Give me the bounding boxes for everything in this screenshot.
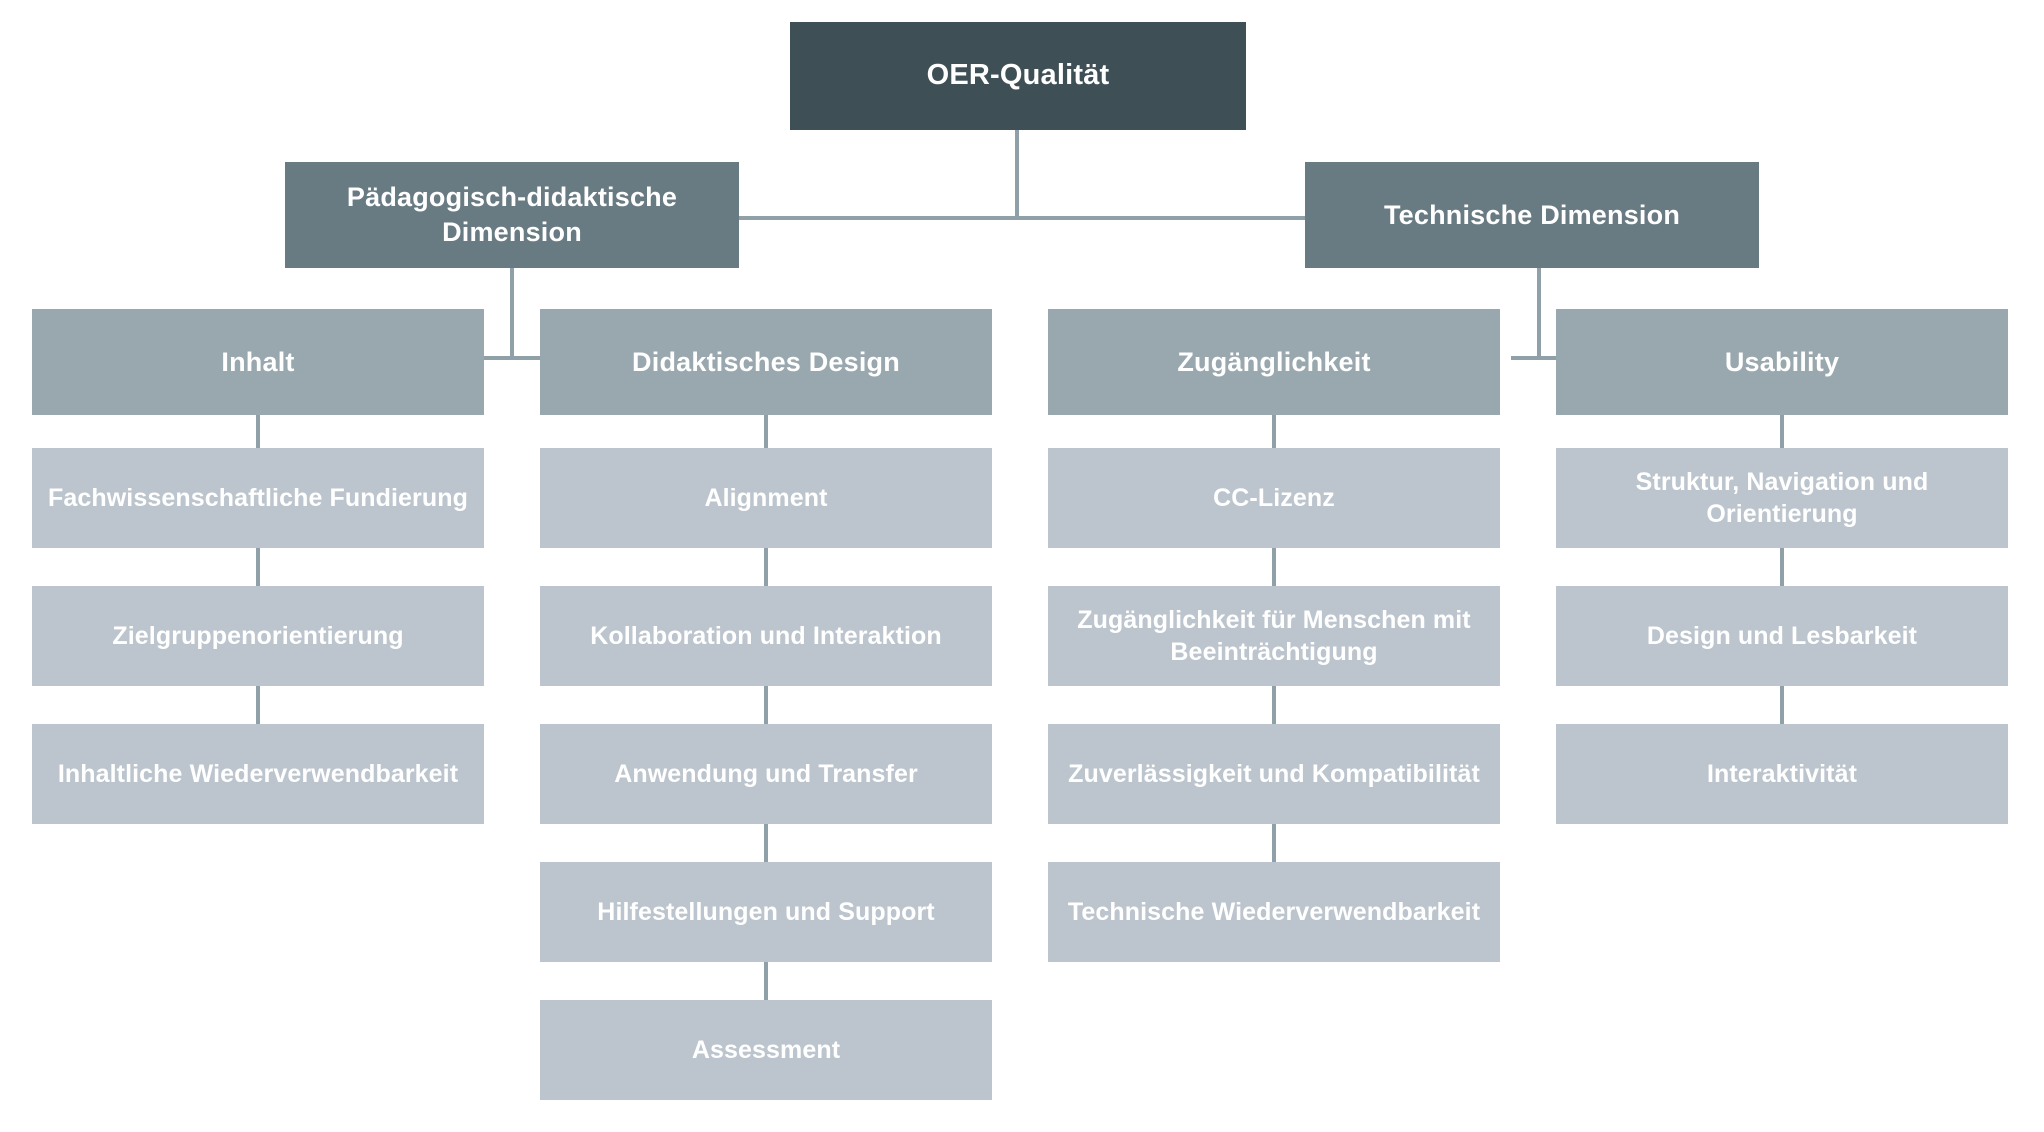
node-criterion-zugaenglichkeit-fuer-menschen-mit-beeintraechtigung[interactable]: Zugänglichkeit für Menschen mit Beeinträ… [1048,586,1500,686]
node-label: Kollaboration und Interaktion [590,622,942,650]
node-criterion-assessment[interactable]: Assessment [540,1000,992,1100]
node-label: Zugänglichkeit für Menschen mit Beeinträ… [1077,606,1471,666]
node-category-usability[interactable]: Usability [1556,309,2008,415]
node-label: Fachwissenschaftliche Fundierung [48,484,468,512]
node-root-oer-qualitaet[interactable]: OER-Qualität [790,22,1246,130]
node-criterion-anwendung-und-transfer[interactable]: Anwendung und Transfer [540,724,992,824]
node-label: Zuverlässigkeit und Kompatibilität [1068,760,1480,788]
node-category-inhalt[interactable]: Inhalt [32,309,484,415]
node-criterion-zuverlaessigkeit-und-kompatibilitaet[interactable]: Zuverlässigkeit und Kompatibilität [1048,724,1500,824]
node-label: OER-Qualität [926,59,1110,92]
connector-col1-spine [256,415,260,735]
node-label: CC-Lizenz [1213,484,1335,512]
node-criterion-fachwissenschaftliche-fundierung[interactable]: Fachwissenschaftliche Fundierung [32,448,484,548]
node-label: Zugänglichkeit [1177,346,1371,377]
connector-root-stem [1015,130,1019,220]
node-dimension-technisch[interactable]: Technische Dimension [1305,162,1759,268]
node-label: Technische Wiederverwendbarkeit [1067,898,1481,926]
node-criterion-interaktivitaet[interactable]: Interaktivität [1556,724,2008,824]
node-label: Pädagogisch-didaktische Dimension [346,182,678,247]
node-label: Interaktivität [1706,760,1858,788]
node-label: Hilfestellungen und Support [597,898,935,926]
node-label: Technische Dimension [1383,199,1681,230]
connector-paed-stem [510,268,514,360]
connector-col2-spine [764,415,768,1015]
connector-tech-stem [1537,268,1541,360]
node-category-didaktisches-design[interactable]: Didaktisches Design [540,309,992,415]
node-label: Inhaltliche Wiederverwendbarkeit [57,760,459,788]
node-category-zugaenglichkeit[interactable]: Zugänglichkeit [1048,309,1500,415]
node-label: Inhalt [221,346,295,377]
node-label: Design und Lesbarkeit [1646,622,1918,650]
node-criterion-alignment[interactable]: Alignment [540,448,992,548]
node-label: Didaktisches Design [632,346,900,377]
node-criterion-hilfestellungen-und-support[interactable]: Hilfestellungen und Support [540,862,992,962]
node-criterion-kollaboration-und-interaktion[interactable]: Kollaboration und Interaktion [540,586,992,686]
node-criterion-inhaltliche-wiederverwendbarkeit[interactable]: Inhaltliche Wiederverwendbarkeit [32,724,484,824]
connector-dimension-spine [739,216,1305,220]
node-dimension-paedagogisch-didaktisch[interactable]: Pädagogisch-didaktische Dimension [285,162,739,268]
connector-col4-spine [1780,415,1784,735]
node-label: Usability [1724,346,1840,377]
node-label: Alignment [704,484,828,512]
node-label: Struktur, Navigation und Orientierung [1635,468,1929,528]
node-criterion-cc-lizenz[interactable]: CC-Lizenz [1048,448,1500,548]
node-criterion-technische-wiederverwendbarkeit[interactable]: Technische Wiederverwendbarkeit [1048,862,1500,962]
node-label: Zielgruppenorientierung [112,622,404,650]
node-criterion-design-und-lesbarkeit[interactable]: Design und Lesbarkeit [1556,586,2008,686]
node-label: Assessment [691,1036,841,1064]
node-criterion-zielgruppenorientierung[interactable]: Zielgruppenorientierung [32,586,484,686]
node-criterion-struktur-navigation-und-orientierung[interactable]: Struktur, Navigation und Orientierung [1556,448,2008,548]
connector-paed-category-spine [484,356,540,360]
connector-tech-category-spine [1511,356,1567,360]
node-label: Anwendung und Transfer [614,760,918,788]
